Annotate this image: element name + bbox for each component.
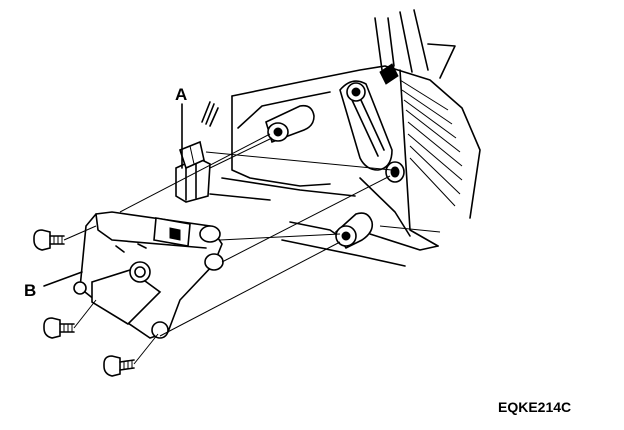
label-a: A xyxy=(175,85,187,104)
label-b-leader xyxy=(43,271,83,287)
pivot-bushing xyxy=(359,161,411,237)
assembly-alignment-lines xyxy=(63,133,393,365)
door-shaft-upper xyxy=(265,104,315,144)
door-lever-arm xyxy=(339,80,393,171)
actuator-b xyxy=(73,211,224,339)
drive-coupler xyxy=(334,212,374,250)
screw-lower xyxy=(103,355,135,377)
screw-upper xyxy=(33,229,65,251)
label-b: B xyxy=(24,281,36,300)
heater-case-housing xyxy=(209,9,481,267)
figure-code: EQKE214C xyxy=(498,399,571,415)
screw-middle xyxy=(43,317,75,339)
wire-connector-a xyxy=(175,101,219,203)
